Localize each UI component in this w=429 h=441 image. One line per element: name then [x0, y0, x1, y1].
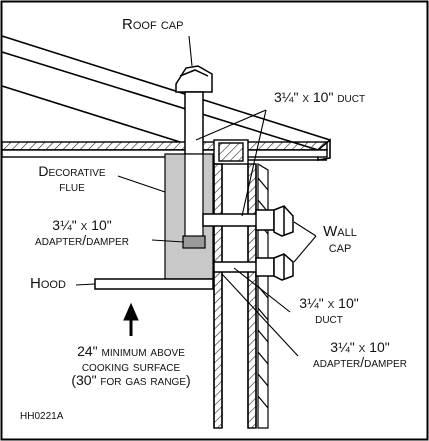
label-adapter-damper-left: 3¼" x 10" adapter/damper [12, 218, 152, 247]
label-adapter-damper-right: 3¼" x 10" adapter/damper [296, 340, 424, 369]
lower-horizontal-duct [213, 257, 275, 277]
label-adapter-damper-right-line2: adapter/damper [313, 353, 407, 370]
label-adapter-damper-left-line1: 3¼" x 10" [52, 217, 112, 233]
label-decorative-flue: Decorative flue [24, 164, 120, 193]
label-minimum-line2: cooking surface [81, 357, 181, 374]
label-decorative-flue-line1: Decorative [38, 163, 106, 179]
label-wall-cap-line1: Wall [323, 223, 357, 240]
label-wall-cap: Wall cap [316, 224, 364, 256]
label-adapter-damper-left-line2: adapter/damper [35, 231, 129, 248]
label-minimum-clearance: 24" minimum above cooking surface (30" f… [44, 344, 218, 388]
label-wall-cap-line2: cap [328, 238, 352, 256]
label-roof-cap: Roof cap [122, 16, 184, 33]
label-adapter-damper-right-line1: 3¼" x 10" [330, 339, 390, 355]
clearance-arrow [123, 302, 139, 336]
label-minimum-line1: 24" minimum above [77, 343, 185, 359]
siding [257, 162, 269, 429]
label-duct-right-line2: duct [315, 309, 343, 326]
label-duct-top: 3¼" x 10" duct [274, 89, 366, 105]
roof-cap [175, 65, 213, 93]
label-duct-right-line1: 3¼" x 10" [299, 295, 359, 311]
wall-framing [213, 139, 257, 429]
leader-lines [75, 35, 317, 357]
label-minimum-line3: (30" for gas range) [71, 372, 191, 389]
upper-wall-cap [273, 205, 294, 237]
lower-wall-cap [273, 253, 294, 281]
label-duct-right: 3¼" x 10" duct [280, 296, 378, 325]
hood [94, 278, 214, 290]
upper-horizontal-duct [202, 209, 275, 231]
label-hood: Hood [30, 275, 66, 292]
label-decorative-flue-line2: flue [59, 177, 85, 194]
figure-code: HH0221A [20, 411, 64, 422]
